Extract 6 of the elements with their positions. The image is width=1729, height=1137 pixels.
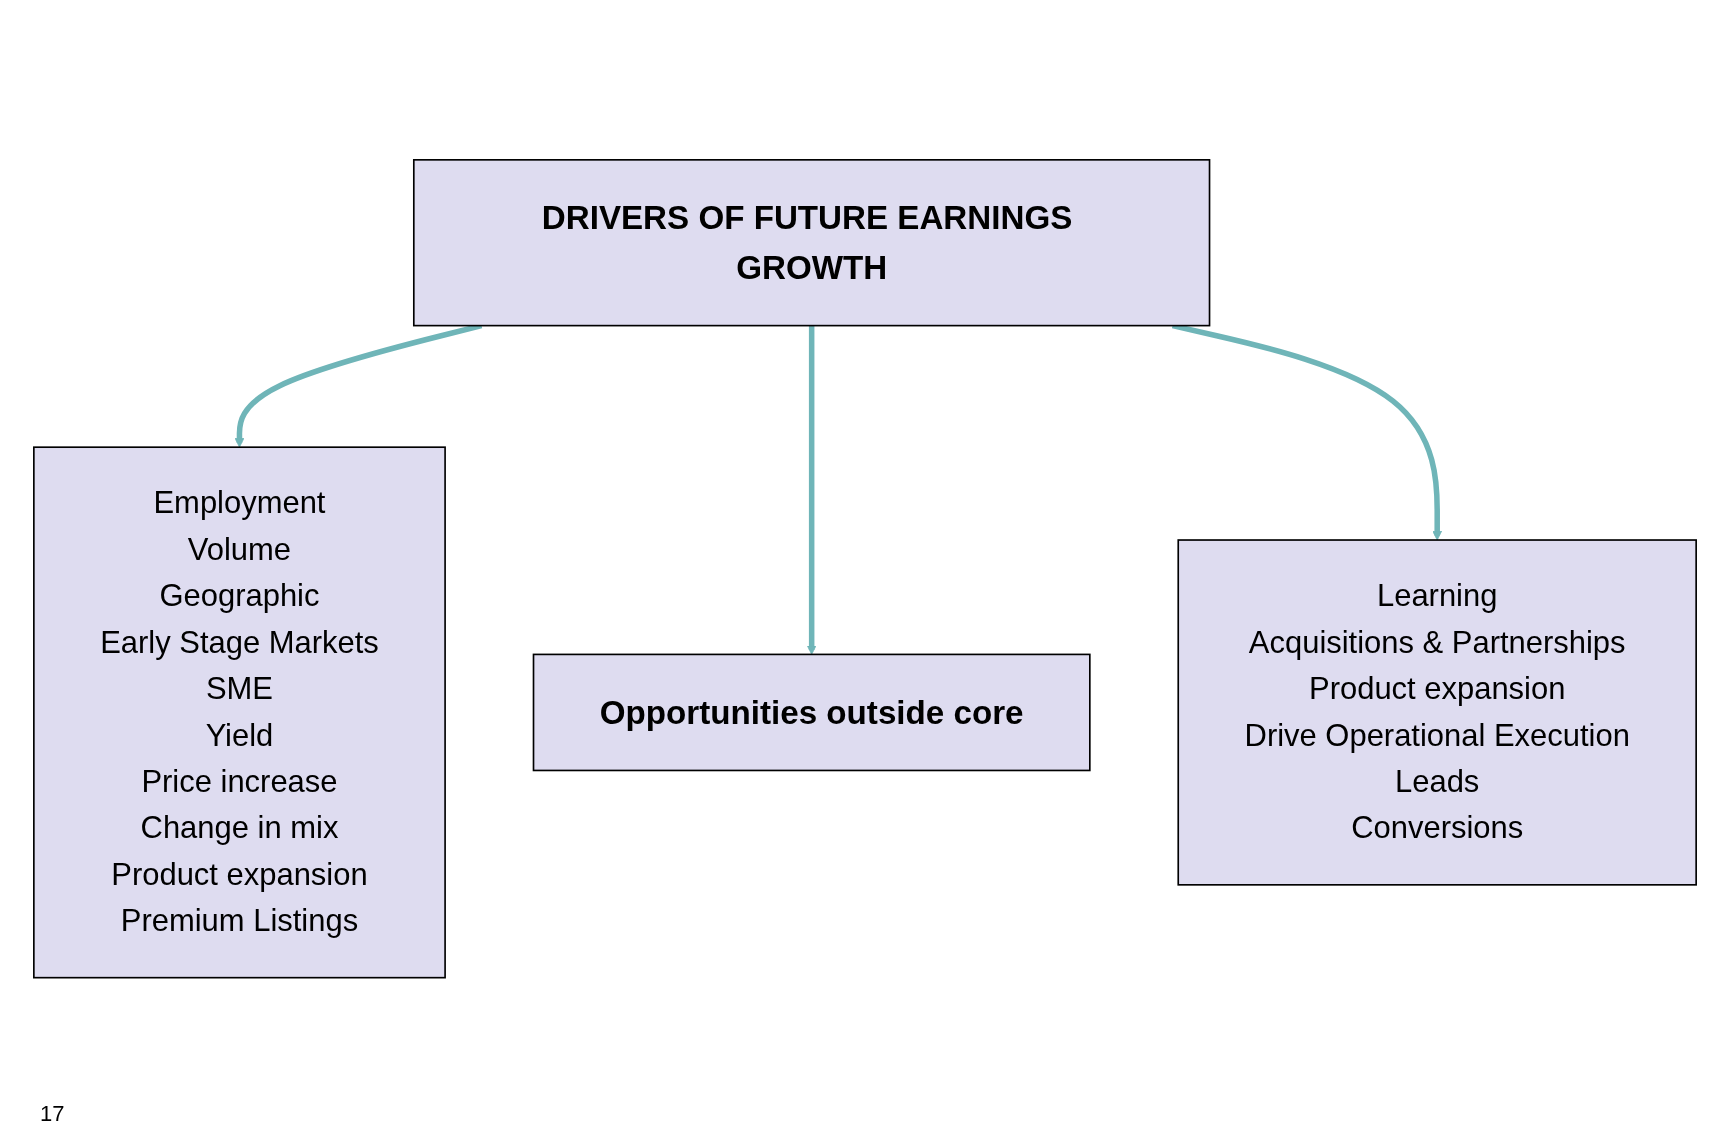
page-number: 17: [40, 1101, 65, 1126]
node-box: Opportunities outside core: [532, 653, 1091, 772]
node-box: Employment Volume Geographic Early Stage Markets SME Yield Price increase Change in mix Product expansion Premium Listings: [32, 446, 446, 979]
node-box: Learning Acquisitions & Partnerships Product expansion Drive Operational Execution Leads Conversions: [1176, 538, 1697, 886]
node-box: DRIVERS OF FUTURE EARNINGS GROWTH: [412, 158, 1210, 327]
arrow: [806, 325, 817, 655]
